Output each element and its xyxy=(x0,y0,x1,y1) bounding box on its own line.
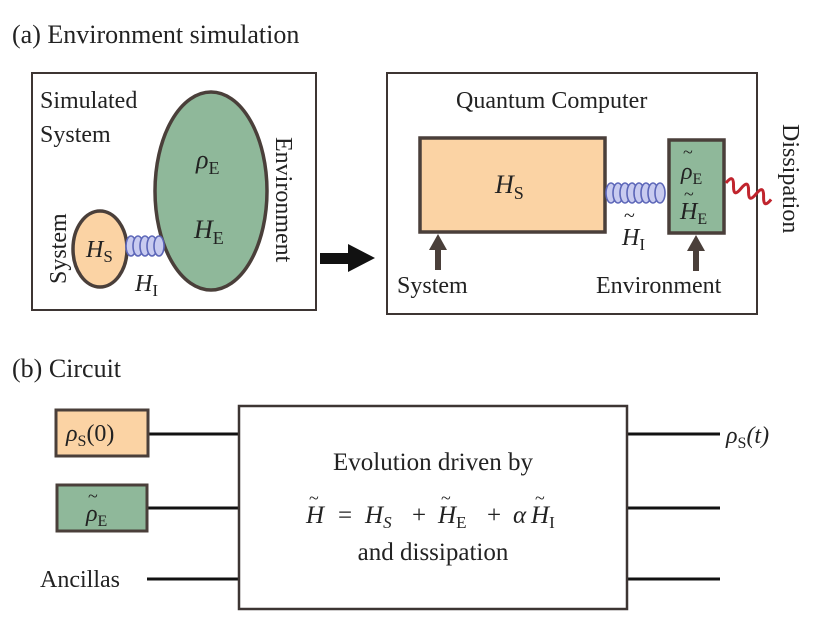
eq-plus-2: + xyxy=(487,502,501,529)
evolution-equation: ~ H = HS + ~ HE + α ~ HI xyxy=(305,488,555,532)
qc-system-hamiltonian: HS xyxy=(494,170,524,203)
eq-HE: HE xyxy=(437,502,466,532)
right-coupling-spring xyxy=(605,182,666,204)
env-hamiltonian-symbol: HE xyxy=(193,215,224,248)
environment-vertical-label: Environment xyxy=(270,137,296,263)
eq-HI: HI xyxy=(530,502,555,532)
eq-tilde-HE: ~ xyxy=(441,488,451,508)
input-rho-s-box xyxy=(54,408,150,458)
panel-b-heading: (b) Circuit xyxy=(12,354,122,383)
dissipation-wave xyxy=(724,177,773,206)
qc-env-hamiltonian-tilde: ~ xyxy=(684,184,694,204)
dissipation-vertical-label: Dissipation xyxy=(777,124,803,233)
eq-equals: = xyxy=(338,502,352,529)
qc-env-rho-tilde: ~ xyxy=(683,142,693,162)
simulated-label-line1: Simulated xyxy=(40,88,137,114)
env-rho-symbol: ρE xyxy=(195,145,219,178)
eq-H: H xyxy=(305,502,326,529)
qc-env-hamiltonian: HE xyxy=(679,199,707,228)
environment-ellipse xyxy=(153,90,269,292)
input-rho-s-label: ρS(0) xyxy=(65,421,114,450)
input-rho-e-box xyxy=(55,483,149,533)
left-coupling-spring xyxy=(125,235,165,257)
input-rho-e-label: ρE xyxy=(85,501,107,530)
eq-alpha: α xyxy=(513,502,527,529)
eq-HS: HS xyxy=(364,502,392,532)
coupling-hamiltonian-symbol: HI xyxy=(134,271,158,300)
qc-coupling-tilde: ~ xyxy=(624,205,635,227)
system-up-arrow xyxy=(429,234,447,270)
simulated-label-line2: System xyxy=(40,122,111,148)
eq-tilde-HI: ~ xyxy=(535,488,545,508)
qc-env-rho: ρE xyxy=(680,159,702,188)
qc-coupling-hamiltonian: HI xyxy=(621,225,645,254)
input-rho-e-tilde: ~ xyxy=(88,486,98,506)
quantum-computer-title: Quantum Computer xyxy=(456,88,647,114)
ancillas-label: Ancillas xyxy=(40,567,120,593)
qc-environment-arrow-label: Environment xyxy=(596,273,722,299)
eq-tilde-H: ~ xyxy=(309,488,319,508)
panel-a-heading: (a) Environment simulation xyxy=(12,20,299,49)
qc-system-arrow-label: System xyxy=(397,273,468,299)
output-rho-label: ρS(t) xyxy=(725,423,769,452)
environment-up-arrow xyxy=(687,235,705,271)
system-vertical-label: System xyxy=(46,213,72,284)
eq-plus-1: + xyxy=(412,502,426,529)
environment-register-rect xyxy=(667,138,726,235)
system-register-rect xyxy=(418,136,607,234)
evolution-box xyxy=(237,404,629,611)
evolution-line1: Evolution driven by xyxy=(333,449,533,476)
system-hamiltonian-symbol: HS xyxy=(85,237,113,266)
evolution-line3: and dissipation xyxy=(358,539,509,566)
mapping-arrow xyxy=(320,244,375,272)
